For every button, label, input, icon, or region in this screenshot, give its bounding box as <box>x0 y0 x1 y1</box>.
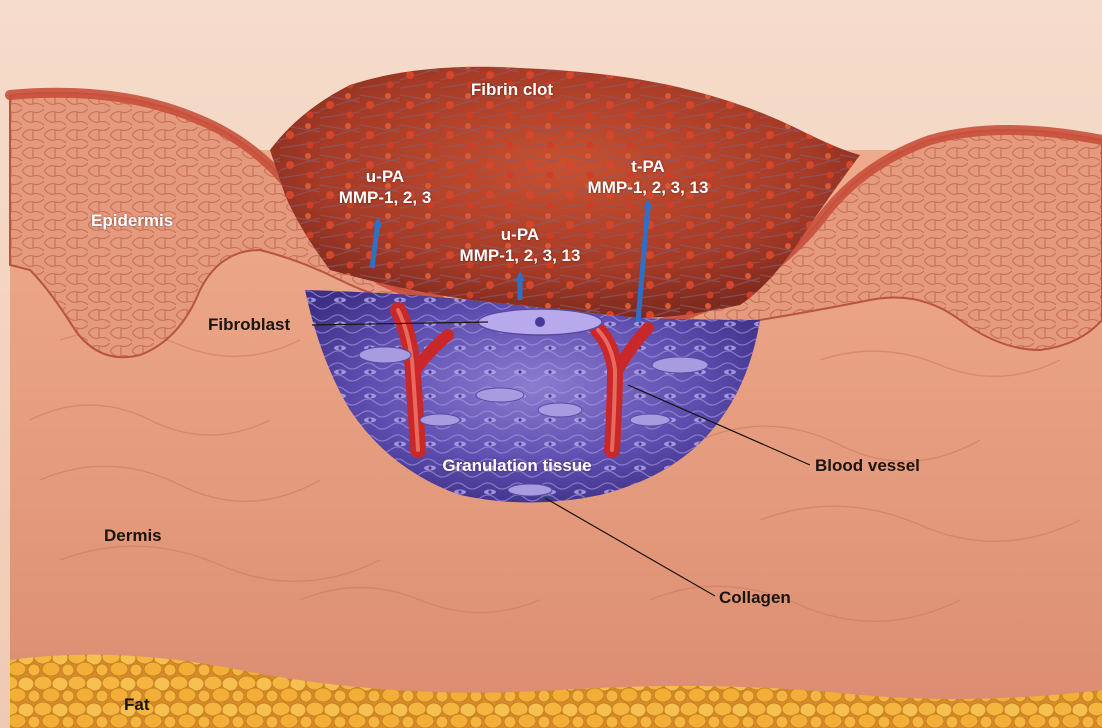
label-upa-center-line1: u-PA <box>460 224 581 245</box>
label-tpa-line2: MMP-1, 2, 3, 13 <box>588 177 709 198</box>
label-granulation-tissue: Granulation tissue <box>442 455 591 476</box>
label-epidermis: Epidermis <box>91 210 173 231</box>
label-upa-left-line1: u-PA <box>339 166 432 187</box>
label-dermis: Dermis <box>104 525 162 546</box>
label-upa-left-line2: MMP-1, 2, 3 <box>339 187 432 208</box>
label-tpa-line1: t-PA <box>588 156 709 177</box>
label-fibrin-clot: Fibrin clot <box>471 79 553 100</box>
label-fibroblast: Fibroblast <box>208 314 290 335</box>
label-tpa: t-PA MMP-1, 2, 3, 13 <box>588 156 709 198</box>
label-upa-center: u-PA MMP-1, 2, 3, 13 <box>460 224 581 266</box>
label-upa-center-line2: MMP-1, 2, 3, 13 <box>460 245 581 266</box>
label-blood-vessel: Blood vessel <box>815 455 920 476</box>
label-collagen: Collagen <box>719 587 791 608</box>
label-upa-left: u-PA MMP-1, 2, 3 <box>339 166 432 208</box>
label-fat: Fat <box>124 694 150 715</box>
